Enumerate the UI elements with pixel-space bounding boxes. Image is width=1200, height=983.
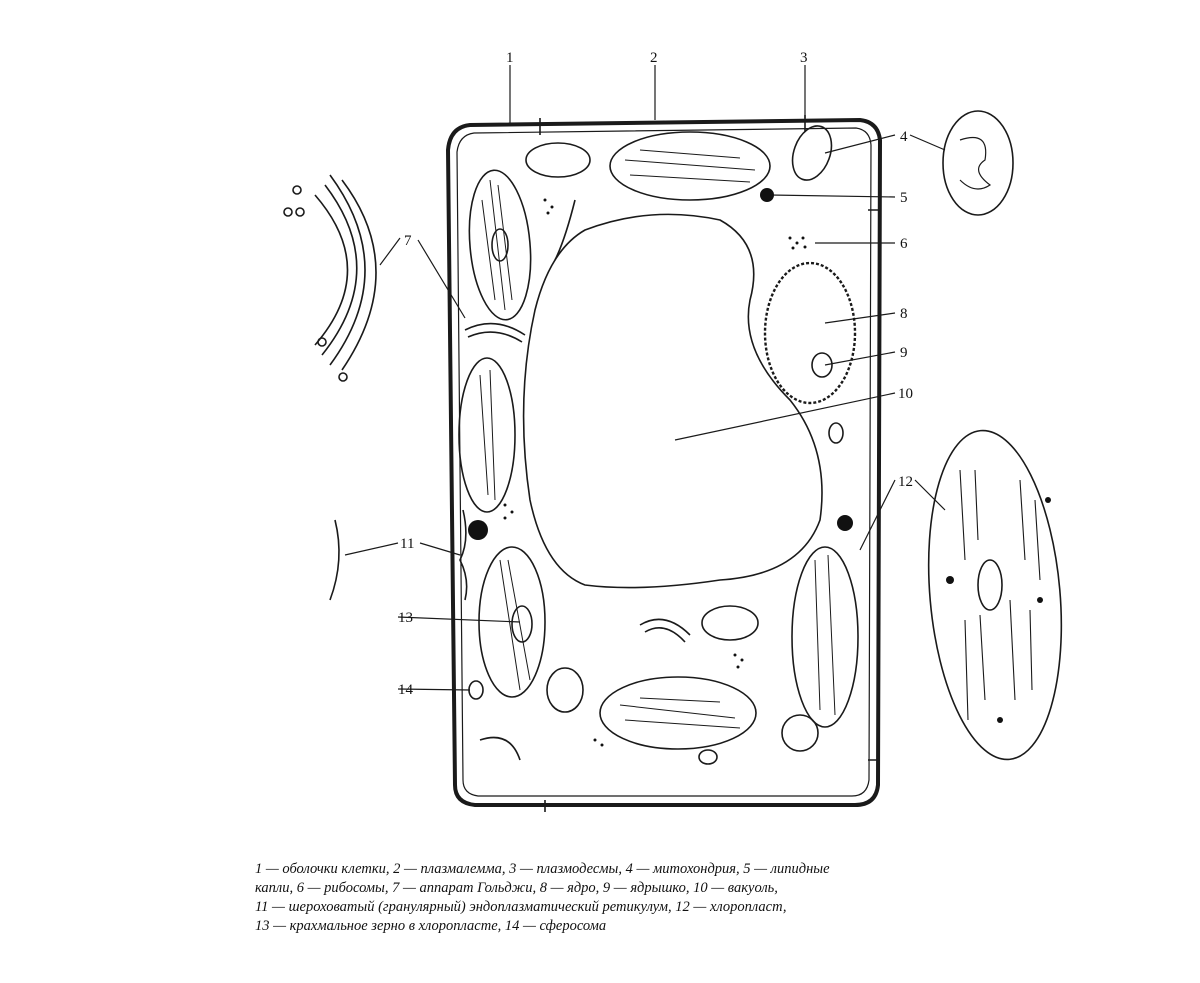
- caption-line: 1 — оболочки клетки, 2 — плазмалемма, 3 …: [255, 861, 830, 877]
- starch-grain: [491, 228, 509, 262]
- label-9: 9: [900, 345, 908, 361]
- callout-labels: 1 2 3 4 5 6 7 8 9 10 11 12 13 14: [398, 50, 913, 698]
- ribosomes: [503, 198, 1051, 747]
- vacuole: [522, 213, 823, 589]
- golgi-enlarged: [283, 174, 377, 382]
- label-14: 14: [398, 682, 414, 698]
- label-11: 11: [400, 536, 414, 552]
- caption-line: капли, 6 — рибосомы, 7 — аппарат Гольджи…: [255, 880, 778, 896]
- nucleolus: [811, 352, 833, 378]
- chloroplast: [478, 546, 546, 698]
- spherosome: [698, 749, 718, 765]
- rough-er-enlarged: [329, 519, 340, 601]
- mitochondrion: [525, 142, 591, 178]
- starch-grain: [511, 605, 533, 643]
- chloroplast: [609, 131, 771, 201]
- spherosome: [828, 422, 844, 444]
- thylakoids: [479, 149, 836, 729]
- label-2: 2: [650, 50, 658, 66]
- label-1: 1: [506, 50, 514, 66]
- nucleus: [763, 261, 857, 405]
- label-10: 10: [898, 386, 913, 402]
- figure-caption: 1 — оболочки клетки, 2 — плазмалемма, 3 …: [255, 860, 1075, 936]
- label-5: 5: [900, 190, 908, 206]
- chloroplast: [468, 169, 532, 321]
- starch-grain-enlarged: [977, 559, 1003, 611]
- thylakoids-enlarged: [959, 469, 1041, 721]
- dark-bodies: [468, 188, 1051, 747]
- rough-er: [459, 199, 576, 761]
- plasmodesmata: [539, 115, 880, 812]
- mitochondrion-enlarged: [942, 110, 1014, 216]
- spherosome: [468, 680, 484, 700]
- lipid-drop: [760, 188, 774, 202]
- leader-lines: [344, 65, 946, 691]
- label-7: 7: [404, 233, 412, 249]
- label-13: 13: [398, 610, 413, 626]
- lipid-drop: [468, 520, 488, 540]
- label-12: 12: [898, 474, 913, 490]
- cell-wall: [445, 117, 883, 807]
- mitochondrion: [791, 125, 833, 181]
- mitochondrion: [546, 667, 584, 713]
- mitochondrion: [781, 714, 819, 752]
- chloroplast-enlarged: [927, 429, 1063, 761]
- golgi-apparatus: [464, 322, 691, 643]
- caption-line: 13 — крахмальное зерно в хлоропласте, 14…: [255, 918, 607, 934]
- label-3: 3: [800, 50, 808, 66]
- label-4: 4: [900, 129, 908, 145]
- label-8: 8: [900, 306, 908, 322]
- mitochondrion: [701, 605, 759, 641]
- chloroplast: [458, 357, 516, 513]
- chloroplast: [599, 676, 757, 750]
- caption-line: 11 — шероховатый (гранулярный) эндоплазм…: [255, 899, 787, 915]
- plasmalemma: [456, 127, 872, 797]
- lipid-drop: [837, 515, 853, 531]
- chloroplast: [791, 546, 859, 728]
- label-6: 6: [900, 236, 908, 252]
